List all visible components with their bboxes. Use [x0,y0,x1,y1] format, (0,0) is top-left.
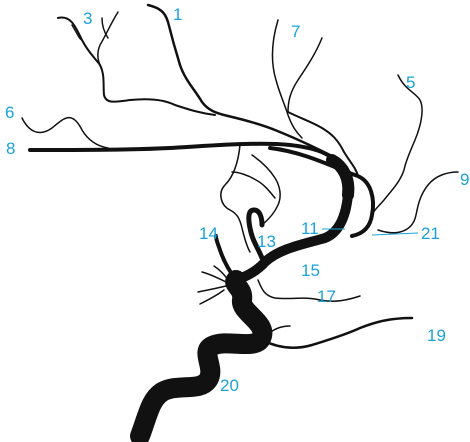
vessel-branch-14 [216,236,236,280]
label-13: 13 [257,233,276,250]
vessel-branch-17 [258,280,360,301]
vessel-branch-7b [288,38,322,112]
label-11: 11 [301,220,319,237]
vessel-branch-19 [262,318,412,348]
vessel-branch-13c [252,155,280,225]
vessel-branch-6 [22,118,108,148]
label-9: 9 [460,171,469,188]
label-21: 21 [421,225,440,242]
label-14: 14 [199,225,218,242]
label-15: 15 [301,262,320,279]
label-3: 3 [83,10,92,27]
vessel-branch-13d [232,172,275,198]
label-8: 8 [6,140,15,157]
label-19: 19 [427,327,446,344]
vessel-branch-1 [148,5,340,160]
vessel-branch-13b [221,145,250,252]
label-7: 7 [291,23,300,40]
label-1: 1 [173,6,182,23]
vessel-branch-9 [378,172,458,233]
label-6: 6 [5,104,14,121]
vessel-branch-14d [200,290,224,304]
vessel-branch-3 [58,17,215,115]
label-5: 5 [406,74,415,91]
vessel-branch-5 [372,75,422,215]
label-17: 17 [317,288,336,305]
vessel-loop-outer [270,148,373,236]
label-20: 20 [220,377,239,394]
